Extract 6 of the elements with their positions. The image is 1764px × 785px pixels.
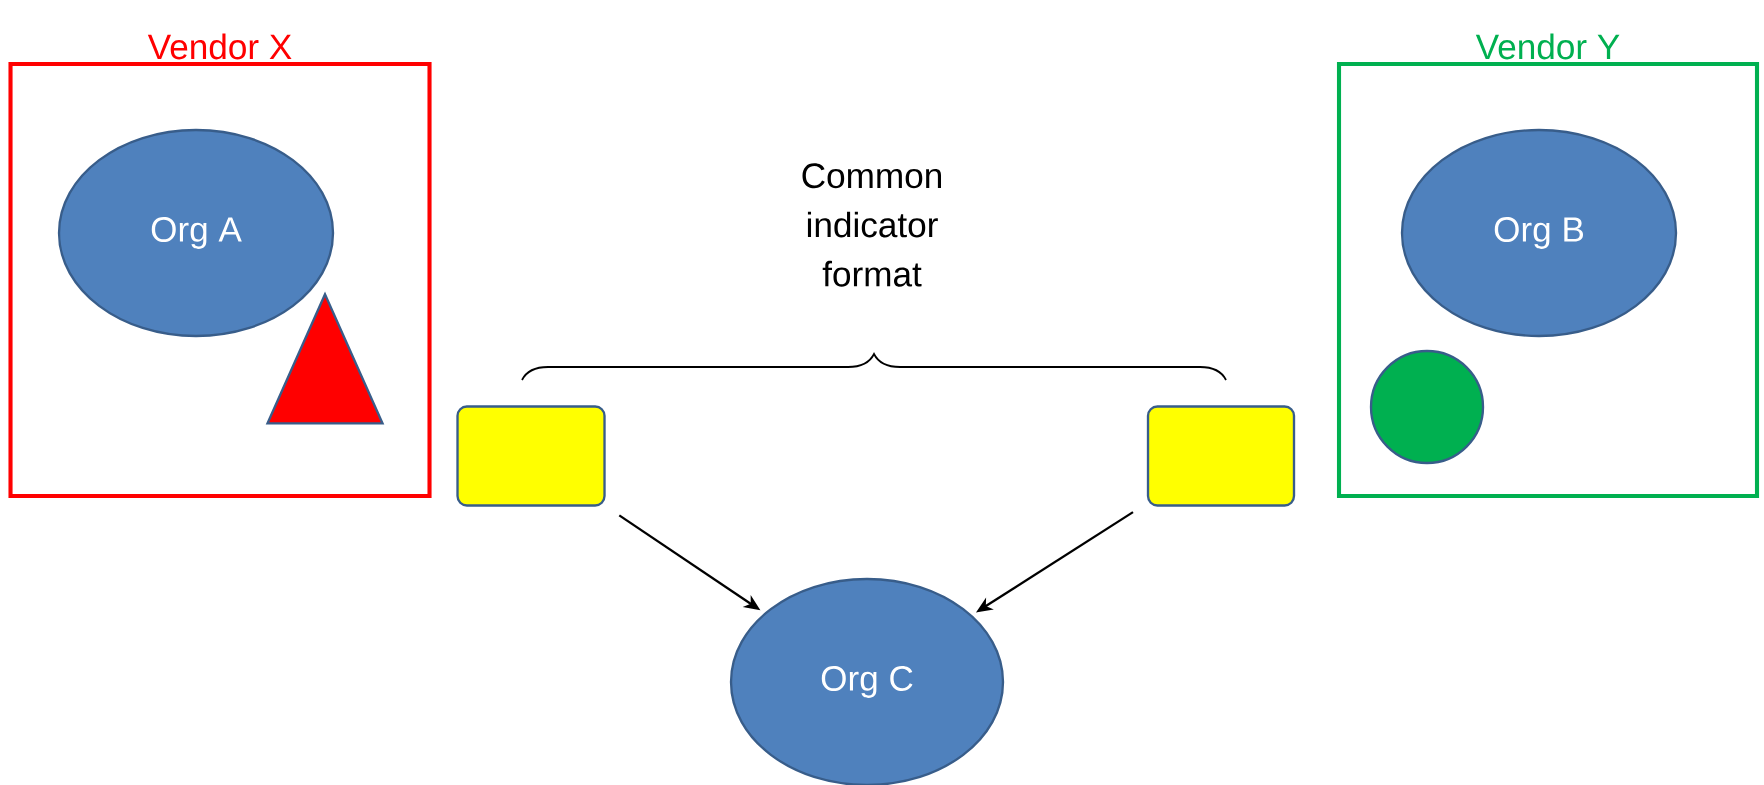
brace-label: Common indicator format bbox=[802, 163, 941, 287]
node-label: Vendor X bbox=[147, 33, 292, 60]
indicator-box bbox=[1146, 405, 1296, 507]
circle-shape bbox=[1369, 349, 1485, 465]
indicator-box bbox=[456, 405, 606, 507]
node-label: Vendor Y bbox=[1475, 33, 1620, 60]
